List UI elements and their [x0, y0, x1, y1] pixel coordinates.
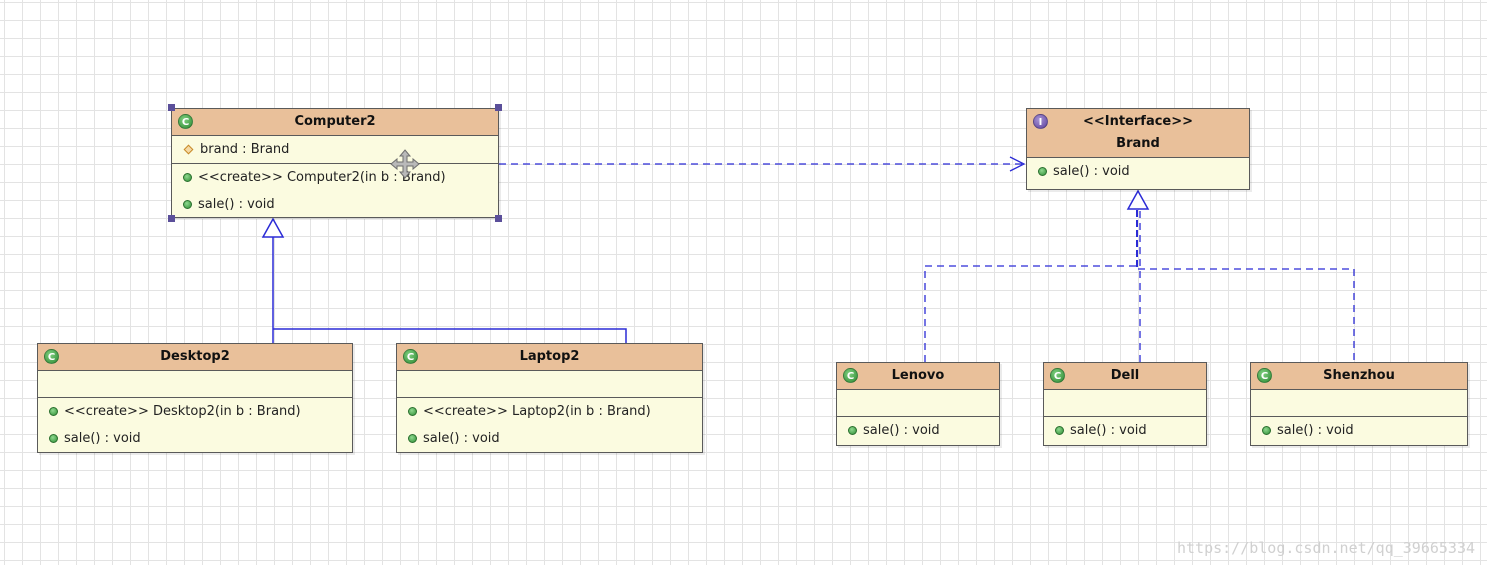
realization-line-lenovo[interactable]: [924, 265, 1138, 362]
attribute-text: brand : Brand: [200, 142, 290, 157]
method-row[interactable]: sale() : void: [172, 191, 498, 218]
method-row[interactable]: sale() : void: [1044, 417, 1206, 444]
class-name: Laptop2: [519, 349, 580, 364]
method-text: sale() : void: [64, 431, 141, 446]
move-cursor-icon: [390, 149, 420, 179]
attributes-section: [397, 371, 702, 398]
class-header: C Lenovo: [837, 363, 999, 390]
class-name: Computer2: [294, 114, 376, 129]
interface-name: Brand: [1116, 136, 1160, 151]
class-header: C Dell: [1044, 363, 1206, 390]
constructor-text: <<create>> Computer2(in b : Brand): [198, 170, 446, 185]
method-row[interactable]: sale() : void: [1251, 417, 1467, 444]
constructor-row[interactable]: <<create>> Laptop2(in b : Brand): [397, 398, 702, 425]
public-dot-icon: [408, 407, 417, 416]
operations-section: <<create>> Laptop2(in b : Brand) sale() …: [397, 398, 702, 452]
generalization-arrowhead: [261, 217, 285, 238]
constructor-text: <<create>> Laptop2(in b : Brand): [423, 404, 651, 419]
operations-section: sale() : void: [1251, 417, 1467, 444]
operations-section: sale() : void: [1027, 158, 1249, 185]
class-lenovo[interactable]: C Lenovo sale() : void: [836, 362, 1000, 446]
operations-section: <<create>> Computer2(in b : Brand) sale(…: [172, 164, 498, 218]
selection-handle-top-left[interactable]: [168, 104, 175, 111]
method-text: sale() : void: [1277, 423, 1354, 438]
generalization-branch-laptop2[interactable]: [273, 328, 627, 343]
method-row[interactable]: sale() : void: [1027, 158, 1249, 185]
class-name: Desktop2: [160, 349, 230, 364]
method-text: sale() : void: [1053, 164, 1130, 179]
class-icon: C: [178, 114, 193, 129]
operations-section: <<create>> Desktop2(in b : Brand) sale()…: [38, 398, 352, 452]
constructor-row[interactable]: <<create>> Computer2(in b : Brand): [172, 164, 498, 191]
public-dot-icon: [1055, 426, 1064, 435]
constructor-text: <<create>> Desktop2(in b : Brand): [64, 404, 301, 419]
public-dot-icon: [183, 173, 192, 182]
method-text: sale() : void: [423, 431, 500, 446]
method-text: sale() : void: [198, 197, 275, 212]
method-row[interactable]: sale() : void: [38, 425, 352, 452]
selection-handle-top-right[interactable]: [495, 104, 502, 111]
association-arrowhead: [1009, 156, 1026, 172]
interface-header: I <<Interface>> Brand: [1027, 109, 1249, 158]
public-dot-icon: [183, 200, 192, 209]
class-dell[interactable]: C Dell sale() : void: [1043, 362, 1207, 446]
interface-icon: I: [1033, 114, 1048, 129]
attribute-row[interactable]: brand : Brand: [172, 136, 498, 163]
class-desktop2[interactable]: C Desktop2 <<create>> Desktop2(in b : Br…: [37, 343, 353, 453]
class-header: C Laptop2: [397, 344, 702, 371]
method-row[interactable]: sale() : void: [397, 425, 702, 452]
public-dot-icon: [1262, 426, 1271, 435]
method-row[interactable]: sale() : void: [837, 417, 999, 444]
class-laptop2[interactable]: C Laptop2 <<create>> Laptop2(in b : Bran…: [396, 343, 703, 453]
protected-diamond-icon: [183, 144, 194, 155]
class-computer2[interactable]: C Computer2 brand : Brand <<create>> Com…: [171, 108, 499, 218]
public-dot-icon: [49, 434, 58, 443]
interface-stereotype: <<Interface>>: [1082, 114, 1194, 129]
selection-handle-bottom-left[interactable]: [168, 215, 175, 222]
method-text: sale() : void: [1070, 423, 1147, 438]
class-icon: C: [1050, 368, 1065, 383]
class-shenzhou[interactable]: C Shenzhou sale() : void: [1250, 362, 1468, 446]
attributes-section: [1251, 390, 1467, 417]
realization-arrowhead: [1126, 189, 1150, 210]
public-dot-icon: [408, 434, 417, 443]
selection-handle-bottom-right[interactable]: [495, 215, 502, 222]
attributes-section: [38, 371, 352, 398]
class-name: Lenovo: [891, 368, 945, 383]
interface-brand[interactable]: I <<Interface>> Brand sale() : void: [1026, 108, 1250, 190]
class-header: C Shenzhou: [1251, 363, 1467, 390]
constructor-row[interactable]: <<create>> Desktop2(in b : Brand): [38, 398, 352, 425]
class-icon: C: [44, 349, 59, 364]
public-dot-icon: [848, 426, 857, 435]
public-dot-icon: [49, 407, 58, 416]
class-name: Shenzhou: [1323, 368, 1395, 383]
watermark-text: https://blog.csdn.net/qq_39665334: [1176, 539, 1475, 557]
operations-section: sale() : void: [1044, 417, 1206, 444]
attributes-section: [837, 390, 999, 417]
class-header: C Computer2: [172, 109, 498, 136]
class-icon: C: [1257, 368, 1272, 383]
class-icon: C: [843, 368, 858, 383]
method-text: sale() : void: [863, 423, 940, 438]
attributes-section: [1044, 390, 1206, 417]
operations-section: sale() : void: [837, 417, 999, 444]
public-dot-icon: [1038, 167, 1047, 176]
class-icon: C: [403, 349, 418, 364]
attributes-section: brand : Brand: [172, 136, 498, 164]
class-name: Dell: [1110, 368, 1140, 383]
class-header: C Desktop2: [38, 344, 352, 371]
realization-line-shenzhou[interactable]: [1138, 268, 1355, 362]
